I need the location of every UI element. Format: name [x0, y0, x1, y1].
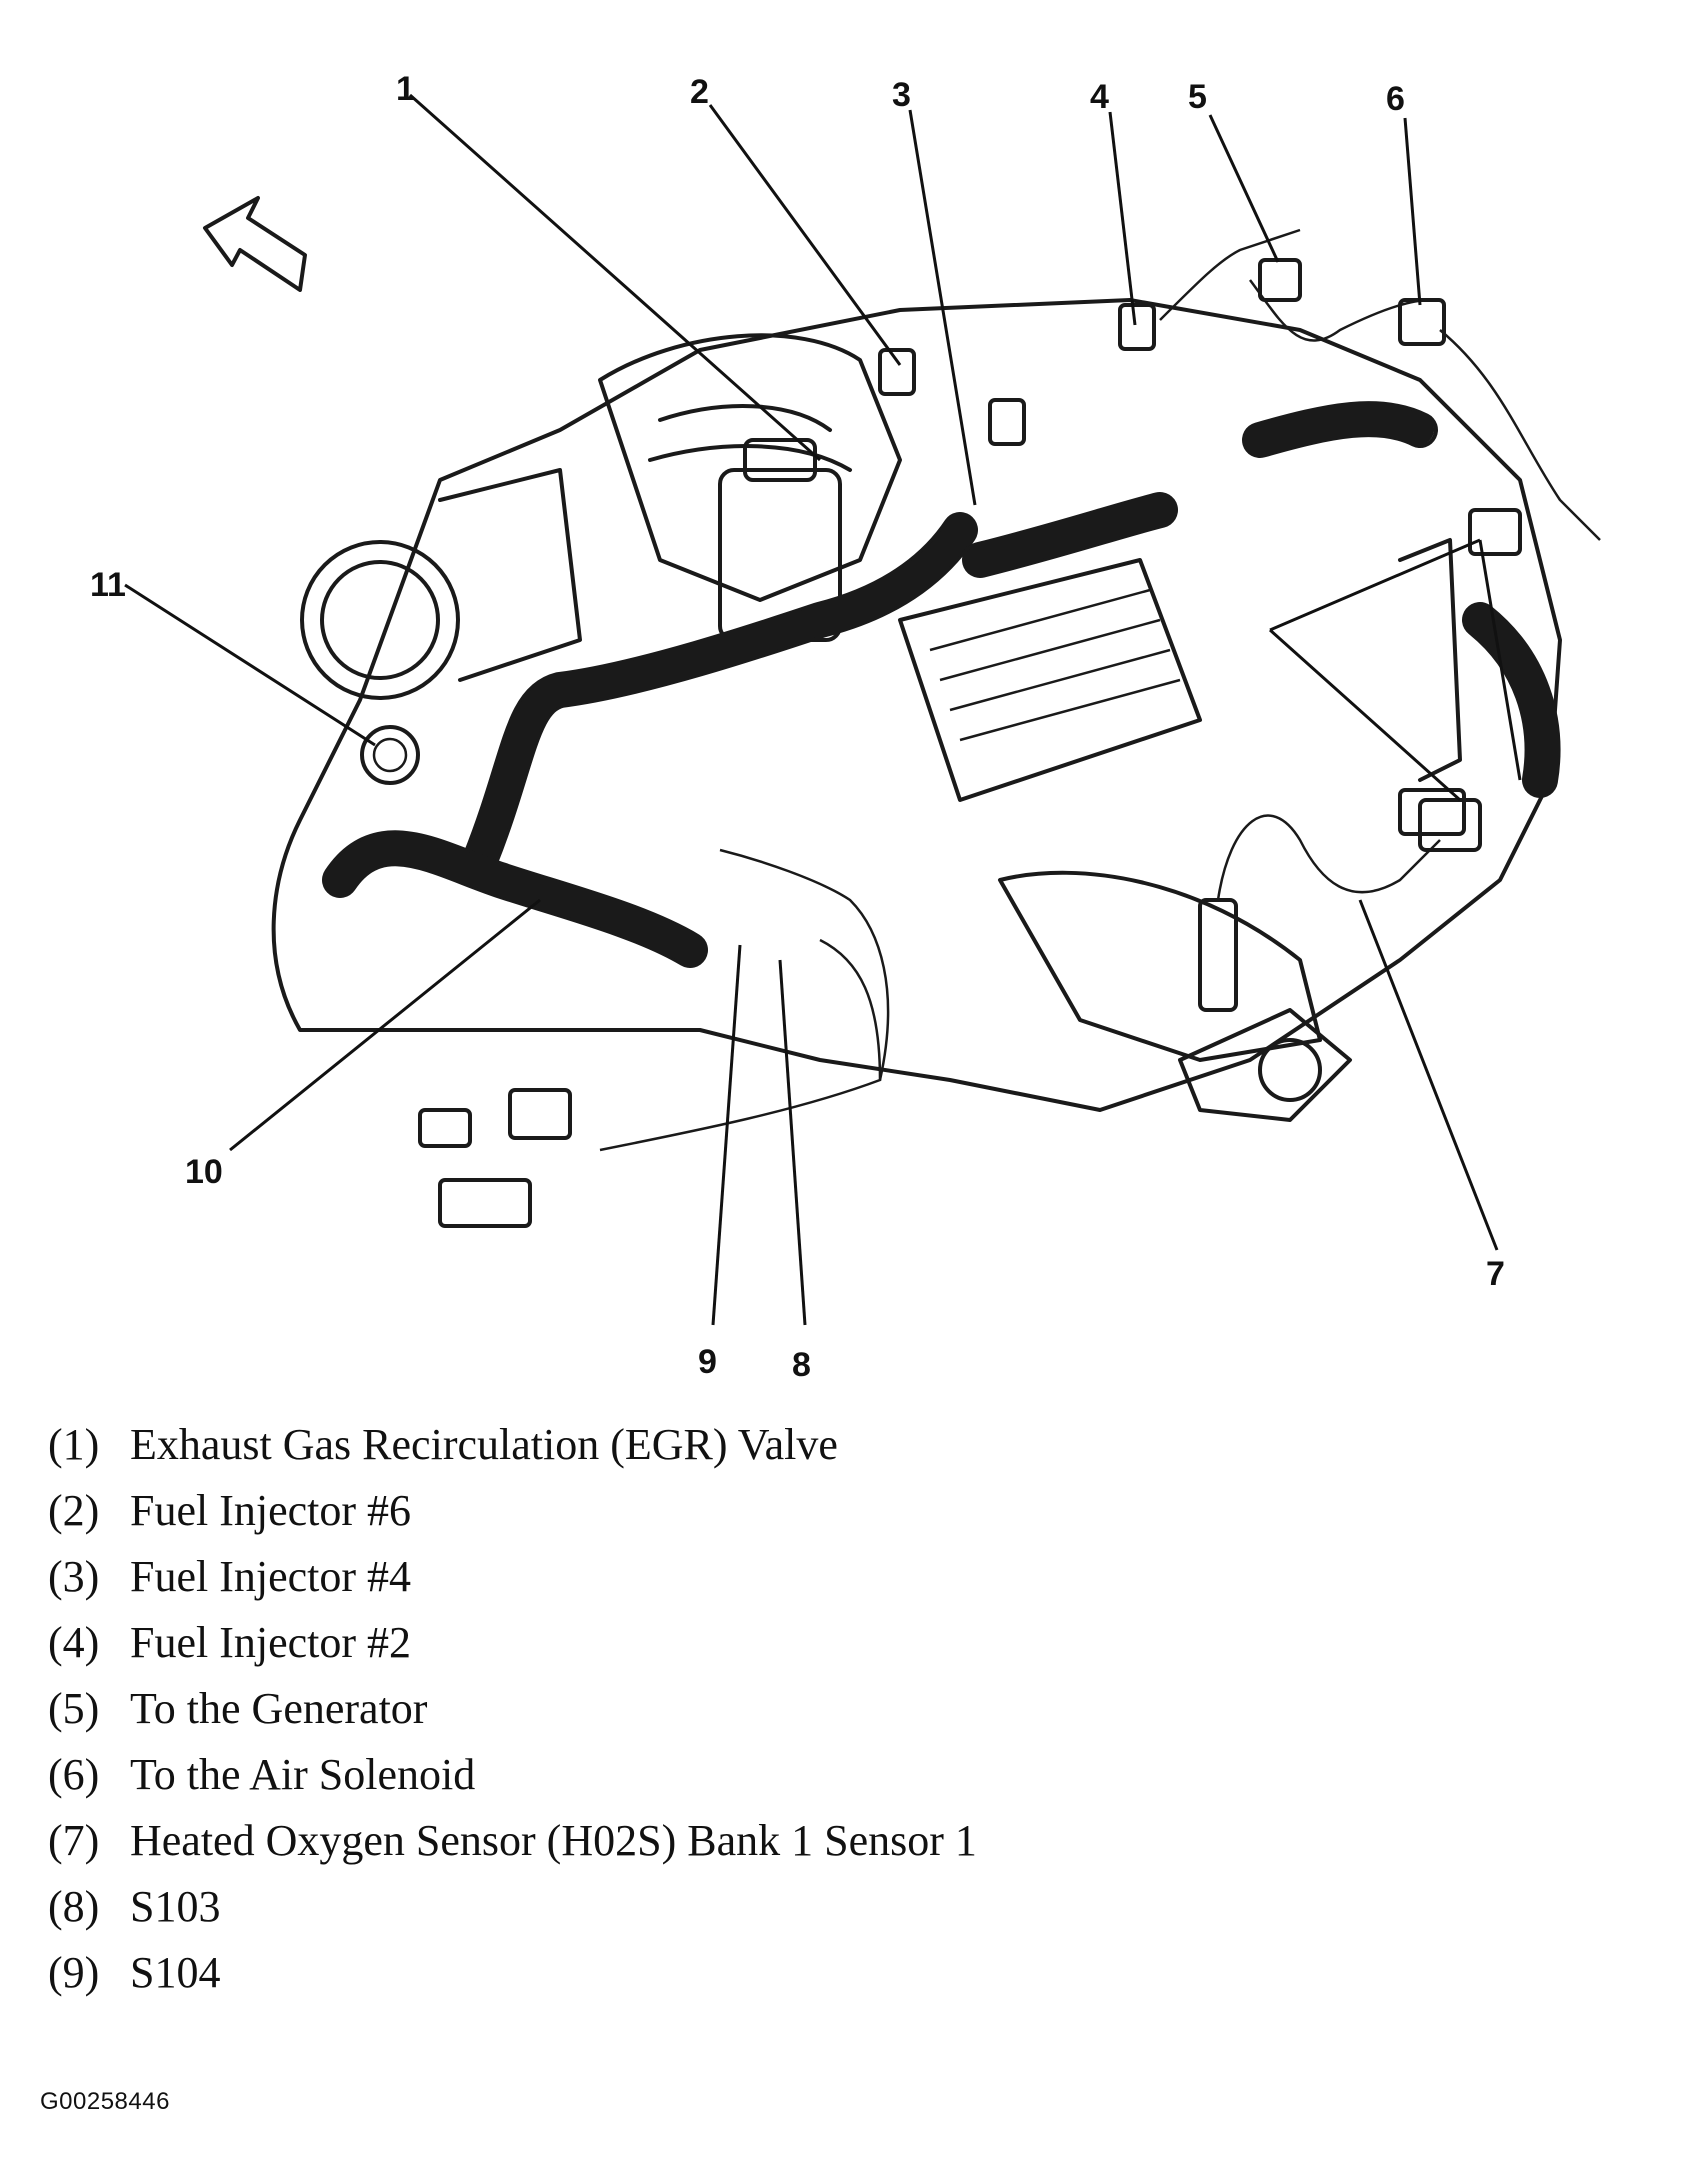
legend-item: (6) To the Air Solenoid — [48, 1742, 977, 1808]
legend-number: (3) — [48, 1552, 100, 1601]
callout-10: 10 — [185, 1153, 223, 1191]
legend-number: (6) — [48, 1750, 100, 1799]
legend-text: Fuel Injector #4 — [130, 1552, 412, 1601]
legend-item: (7) Heated Oxygen Sensor (H02S) Bank 1 Se… — [48, 1808, 977, 1874]
front-direction-arrow-icon — [203, 196, 307, 292]
legend-item: (1) Exhaust Gas Recirculation (EGR) Valve — [48, 1412, 977, 1478]
callout-5: 5 — [1188, 78, 1207, 116]
leader-lines — [124, 93, 1522, 1326]
engine-illustration — [271, 298, 1562, 1122]
callout-1: 1 — [396, 70, 415, 108]
callout-11: 11 — [90, 566, 126, 604]
legend-text: Fuel Injector #6 — [130, 1486, 412, 1535]
legend-text: To the Air Solenoid — [130, 1750, 476, 1799]
legend-item: (2) Fuel Injector #6 — [48, 1478, 977, 1544]
legend-number: (7) — [48, 1816, 100, 1865]
connectors — [360, 258, 1522, 1228]
legend-number: (9) — [48, 1948, 100, 1997]
figure-id: G00258446 — [40, 2088, 170, 2115]
legend-number: (1) — [48, 1420, 100, 1469]
engine-diagram: 1 2 3 4 5 6 7 8 9 10 11 — [90, 70, 1601, 1384]
legend-text: S104 — [130, 1948, 221, 1997]
callout-7: 7 — [1486, 1255, 1505, 1293]
callout-2: 2 — [690, 73, 709, 111]
legend-item: (9) S104 — [48, 1940, 977, 2006]
callout-3: 3 — [892, 76, 911, 114]
callout-labels: 1 2 3 4 5 6 7 8 9 10 11 — [90, 70, 1505, 1384]
legend-text: To the Generator — [130, 1684, 428, 1733]
legend-item: (4) Fuel Injector #2 — [48, 1610, 977, 1676]
callout-9: 9 — [698, 1343, 717, 1381]
callout-4: 4 — [1090, 78, 1109, 116]
legend-item: (8) S103 — [48, 1874, 977, 1940]
legend-number: (5) — [48, 1684, 100, 1733]
legend-list: (1) Exhaust Gas Recirculation (EGR) Valve… — [48, 1412, 977, 2006]
legend-item: (3) Fuel Injector #4 — [48, 1544, 977, 1610]
legend-text: Heated Oxygen Sensor (H02S) Bank 1 Senso… — [130, 1816, 977, 1865]
callout-8: 8 — [792, 1346, 811, 1384]
legend-text: Fuel Injector #2 — [130, 1618, 412, 1667]
legend-text: S103 — [130, 1882, 221, 1931]
legend-number: (8) — [48, 1882, 100, 1931]
wiring-harness — [322, 228, 1601, 1152]
legend-text: Exhaust Gas Recirculation (EGR) Valve — [130, 1420, 838, 1469]
legend-item: (5) To the Generator — [48, 1676, 977, 1742]
callout-6: 6 — [1386, 80, 1405, 118]
legend-number: (2) — [48, 1486, 100, 1535]
legend-number: (4) — [48, 1618, 100, 1667]
